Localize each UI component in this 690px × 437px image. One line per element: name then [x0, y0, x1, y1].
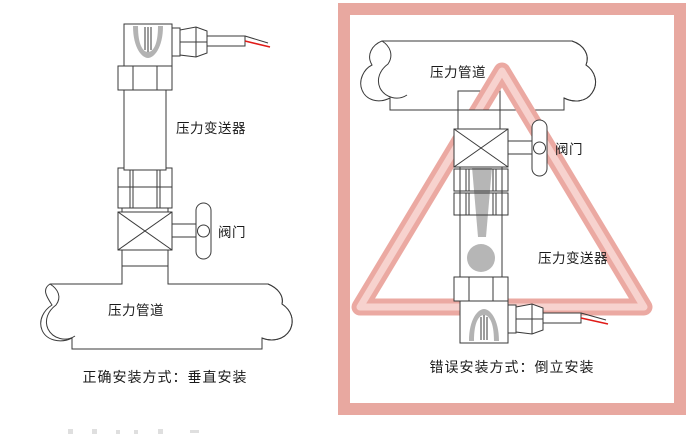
valve-handwheel-wrong: [531, 119, 548, 177]
lower-nut-correct: [117, 167, 173, 209]
pipeline-label-wrong: 压力管道: [430, 65, 486, 81]
exclamation-mark: [467, 167, 495, 272]
cable-connector-correct: [171, 26, 246, 58]
valve-handwheel-correct: [195, 202, 212, 260]
valve-body-wrong: [453, 128, 509, 168]
cable-connector-wrong: [507, 303, 582, 335]
wire-lead-correct: [244, 35, 269, 44]
upper-nut-wrong: [453, 168, 509, 216]
transmitter-head-wrong: [459, 300, 509, 344]
valve-label-wrong: 阀门: [555, 142, 583, 158]
valve-body-correct: [117, 211, 173, 251]
wire-red-wrong: [580, 317, 609, 325]
caption-correct: 正确安装方式：垂直安装: [82, 370, 248, 386]
wrong-panel-inner: 压力管道 阀门: [350, 15, 674, 403]
correct-installation-drawing: 压力管道 阀门: [40, 23, 293, 350]
drop-pipe-wrong: [457, 109, 501, 131]
transmitter-head-correct: [123, 23, 173, 67]
wrong-installation-drawing: 压力管道 阀门: [351, 40, 653, 344]
cropped-text-remnant: [68, 429, 199, 434]
panel-correct-installation: 压力管道 阀门: [0, 0, 330, 437]
pipeline-label-correct: 压力管道: [108, 303, 164, 319]
wire-red-correct: [244, 40, 271, 48]
transmitter-label-correct: 压力变送器: [176, 121, 246, 137]
caption-wrong: 错误安装方式：倒立安装: [429, 360, 595, 376]
pressure-pipeline-correct: [40, 264, 293, 350]
wire-lead-wrong: [580, 312, 607, 321]
transmitter-label-wrong: 压力变送器: [538, 251, 608, 267]
upper-collar-correct: [117, 65, 173, 91]
valve-label-correct: 阀门: [218, 225, 246, 241]
panel-wrong-installation: 压力管道 阀门: [338, 3, 686, 415]
lower-collar-wrong: [453, 276, 509, 302]
transmitter-body-correct: [123, 87, 167, 171]
